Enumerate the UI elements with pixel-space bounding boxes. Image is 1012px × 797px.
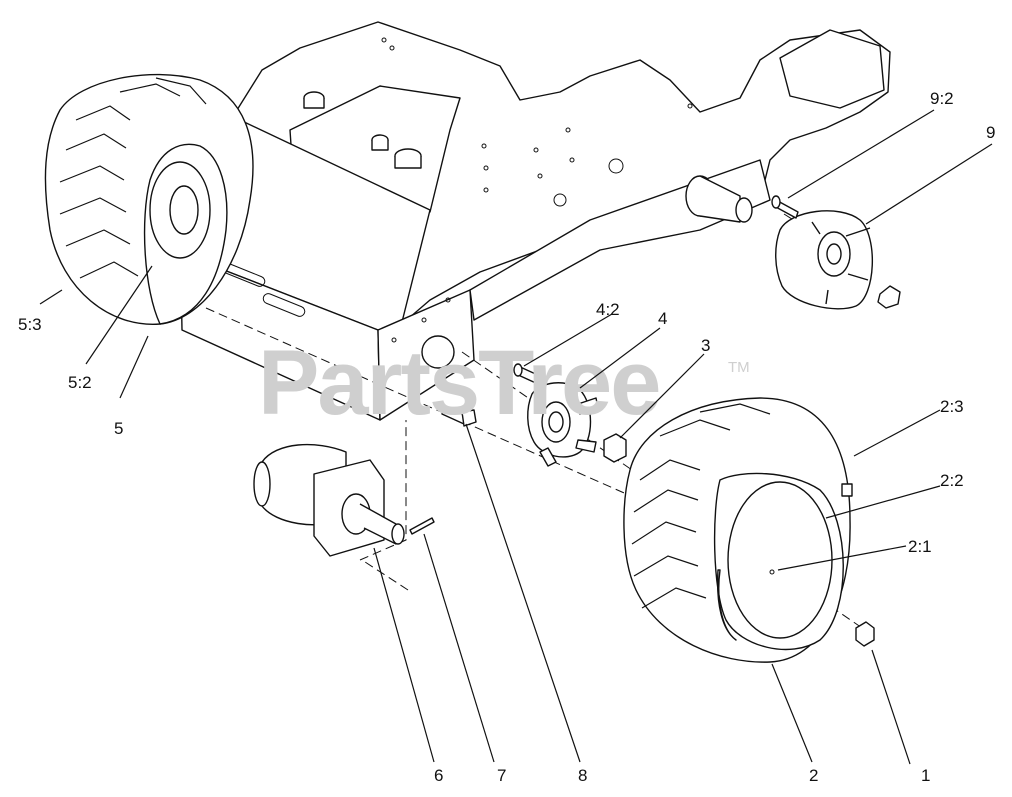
watermark-tm: TM: [728, 359, 750, 376]
callout-2-2: 2:2: [940, 471, 964, 490]
callout-6: 6: [434, 766, 443, 785]
callout-2: 2: [809, 766, 818, 785]
callout-9-2: 9:2: [930, 89, 954, 108]
leader-lines: [39, 109, 993, 765]
bolt-4-2: [513, 363, 541, 385]
callout-5-2: 5:2: [68, 373, 92, 392]
bolt-8: [441, 405, 477, 427]
frame-holes: [381, 37, 693, 343]
hub-4: [527, 382, 599, 467]
callout-7: 7: [497, 766, 506, 785]
left-wheel-5: [44, 73, 254, 325]
callout-labels: 1 2 2:1 2:2 2:3 3 4 4:2 5 5:2 5:3 6 7 8 …: [18, 89, 995, 785]
right-wheel-2: [623, 397, 853, 663]
callout-5-3: 5:3: [18, 315, 42, 334]
callout-4: 4: [658, 309, 667, 328]
callout-2-1: 2:1: [908, 537, 932, 556]
callout-2-3: 2:3: [940, 397, 964, 416]
watermark: PartsTree TM: [258, 332, 750, 434]
right-wheel-tread: [631, 403, 771, 609]
bolt-9-2: [771, 195, 799, 219]
callout-4-2: 4:2: [596, 300, 620, 319]
wheel-motor-6: [253, 443, 405, 557]
callout-1: 1: [921, 766, 930, 785]
frame-spindle: [685, 175, 753, 223]
hub-9: [775, 210, 901, 310]
callout-8: 8: [578, 766, 587, 785]
callout-5: 5: [114, 419, 123, 438]
key-7: [409, 517, 435, 535]
callout-3: 3: [701, 336, 710, 355]
callout-9: 9: [986, 123, 995, 142]
watermark-text: PartsTree: [258, 332, 659, 434]
nut-1: [855, 621, 875, 647]
nut-3: [603, 433, 627, 463]
left-wheel-tread: [59, 77, 207, 279]
